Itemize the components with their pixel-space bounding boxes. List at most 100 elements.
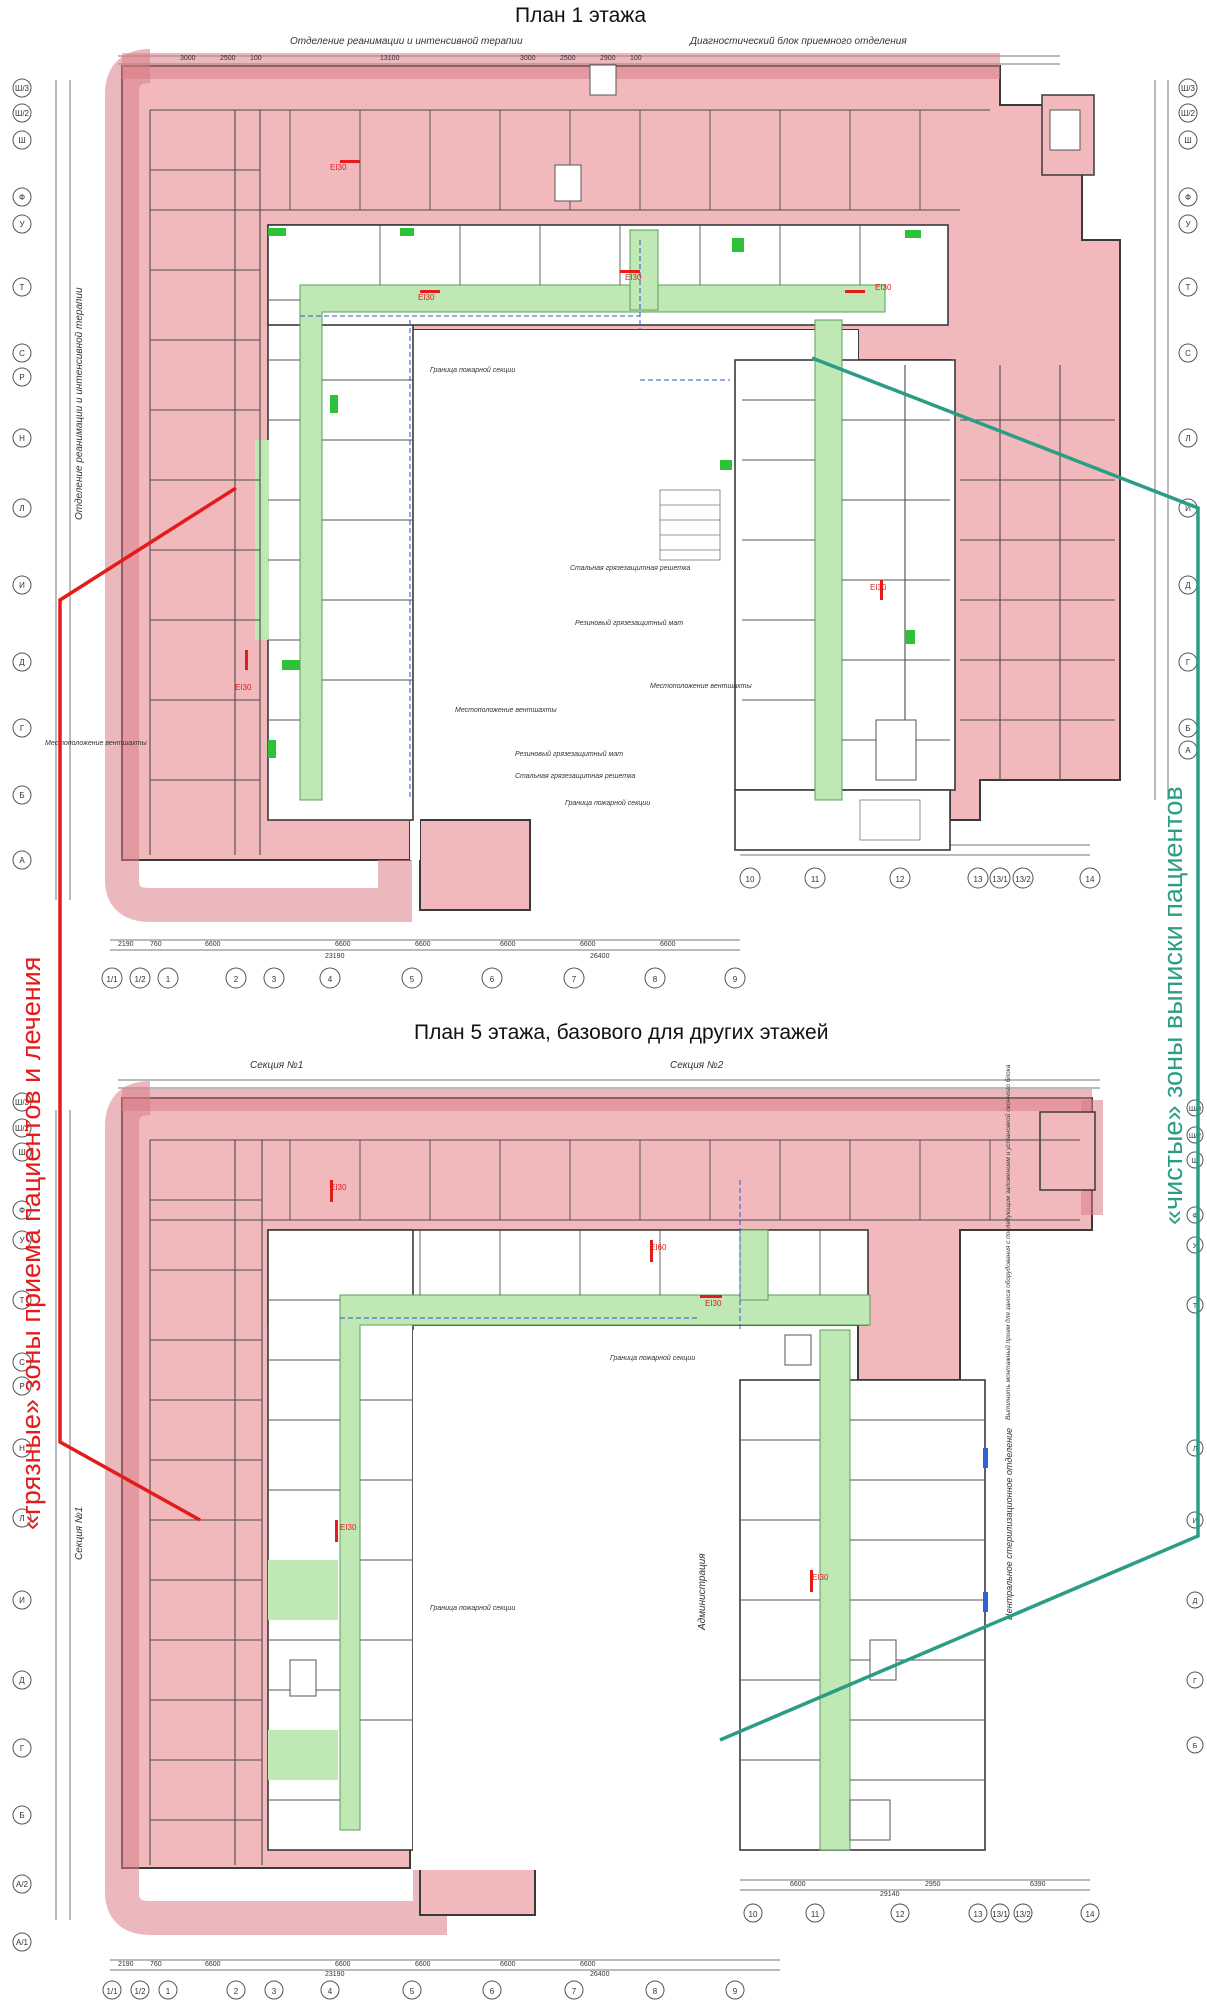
col-axis-label: 9	[733, 975, 738, 984]
fire-rating-label: EI30	[812, 1573, 829, 1582]
note-label: Резиновый грязезащитный мат	[575, 619, 683, 627]
dimension-label: 2190	[118, 1961, 134, 1968]
row-axis-label: Л	[19, 1514, 24, 1523]
col-axis-label: 2	[234, 975, 239, 984]
col-axis-label: 6	[490, 975, 495, 984]
row-axis-label: Ш	[18, 1148, 25, 1157]
col-axis-label: 12	[896, 875, 905, 884]
col-axis-label: 1/1	[106, 975, 118, 984]
row-axis-label: И	[1192, 1518, 1197, 1525]
note-label: Местоположение вентшахты	[455, 707, 557, 714]
dimension-label: 6600	[415, 941, 431, 948]
col-axis-label: 11	[811, 1910, 820, 1919]
row-axis-label: Л	[1185, 434, 1190, 443]
dimension-label: 2500	[220, 55, 236, 62]
dimension-label: 760	[150, 1961, 162, 1968]
row-axis-label: Ш	[1184, 136, 1191, 145]
row-axis-label: Ш/3	[15, 84, 30, 93]
dimension-label: 6600	[335, 1961, 351, 1968]
col-axis-label: 12	[896, 1910, 905, 1919]
department-label: Администрация	[697, 1553, 708, 1631]
dimension-label: 26400	[590, 953, 610, 960]
note-label: Граница пожарной секции	[430, 366, 515, 374]
row-axis-label: Г	[20, 1744, 25, 1753]
dimension-label: 2190	[118, 941, 134, 948]
row-axis-label: А	[19, 856, 25, 865]
fire-rating-label: EI30	[330, 1183, 347, 1192]
plan-5-drawing	[12, 1079, 1204, 2000]
drawing-labels: Отделение реанимации и интенсивной терап…	[15, 35, 1201, 1996]
dimension-label: 3000	[520, 55, 536, 62]
department-label: Центральное стерилизационное отделение	[1004, 1428, 1014, 1620]
row-axis-label: Д	[19, 1676, 25, 1685]
col-axis-label: 10	[746, 875, 755, 884]
section-label: Секция №1	[250, 1060, 303, 1071]
row-axis-label: Г	[1193, 1678, 1197, 1685]
clean-zone-leader-line	[719, 356, 1200, 1742]
row-axis-label: У	[19, 220, 25, 229]
col-axis-label: 2	[234, 1987, 239, 1996]
row-axis-label: Т	[1193, 1303, 1198, 1310]
fire-rating-label: EI30	[340, 1523, 357, 1532]
dimension-label: 760	[150, 941, 162, 948]
fire-rating-label: EI30	[870, 583, 887, 592]
col-axis-label: 14	[1086, 1910, 1095, 1919]
dimension-label: 6390	[1030, 1881, 1046, 1888]
row-axis-label: Ш	[1192, 1158, 1198, 1165]
row-axis-label: Б	[19, 1811, 24, 1820]
row-axis-label: Ш/3	[1181, 84, 1196, 93]
row-axis-label: Т	[1186, 283, 1191, 292]
col-axis-label: 4	[328, 1987, 333, 1996]
row-axis-label: У	[19, 1236, 25, 1245]
row-axis-label: С	[1185, 349, 1191, 358]
dimension-label: 6600	[205, 1961, 221, 1968]
row-axis-label: Ш/3	[1189, 1106, 1201, 1113]
row-axis-label: И	[1185, 504, 1191, 513]
dimension-label: 2500	[560, 55, 576, 62]
dirty-zone-label: «грязные» зоны приема пациентов и лечени…	[16, 956, 46, 1530]
dimension-label: 23190	[325, 953, 345, 960]
dimension-label: 6600	[415, 1961, 431, 1968]
department-label: Отделение реанимации и интенсивной терап…	[74, 287, 85, 520]
clean-zone-label: «чистые» зоны выписки пациентов	[1158, 786, 1188, 1225]
row-axis-label: Т	[20, 1296, 25, 1305]
row-axis-label: Д	[1185, 581, 1191, 590]
fire-rating-label: EI30	[625, 273, 642, 282]
row-axis-label: Б	[1185, 724, 1190, 733]
section-label: Секция №2	[670, 1060, 724, 1071]
row-axis-label: Н	[19, 1444, 25, 1453]
col-axis-label: 3	[272, 1987, 277, 1996]
row-axis-label: Т	[20, 283, 25, 292]
plan-1-title: План 1 этажа	[515, 4, 647, 27]
dimension-label: 3000	[180, 55, 196, 62]
row-axis-label: А/1	[16, 1938, 29, 1947]
note-label: Местоположение вентшахты	[45, 740, 147, 747]
col-axis-label: 1/2	[134, 975, 146, 984]
row-axis-label: У	[1185, 220, 1191, 229]
row-axis-label: Ф	[1185, 193, 1191, 202]
dimension-label: 6600	[580, 1961, 596, 1968]
note-label: Резиновый грязезащитный мат	[515, 750, 623, 758]
col-axis-label: 13/2	[1015, 1910, 1031, 1919]
dimension-label: 6600	[500, 1961, 516, 1968]
col-axis-label: 13/1	[992, 1910, 1008, 1919]
row-axis-label: Г	[1186, 658, 1191, 667]
col-axis-label: 10	[749, 1910, 758, 1919]
dimension-label: 100	[630, 55, 642, 62]
row-axis-label: Ф	[1192, 1213, 1197, 1220]
col-axis-label: 14	[1086, 875, 1095, 884]
row-axis-label: Б	[19, 791, 24, 800]
col-axis-label: 9	[733, 1987, 738, 1996]
row-axis-label: С	[19, 1358, 25, 1367]
dimension-label: 2900	[600, 55, 616, 62]
row-axis-label: А	[1185, 746, 1191, 755]
row-axis-label: С	[19, 349, 25, 358]
row-axis-label: А/2	[16, 1880, 29, 1889]
col-axis-label: 8	[653, 975, 658, 984]
col-axis-label: 1	[166, 1987, 171, 1996]
col-axis-label: 13	[974, 1910, 983, 1919]
col-axis-label: 7	[572, 975, 577, 984]
row-axis-label: Ш/2	[15, 109, 30, 118]
